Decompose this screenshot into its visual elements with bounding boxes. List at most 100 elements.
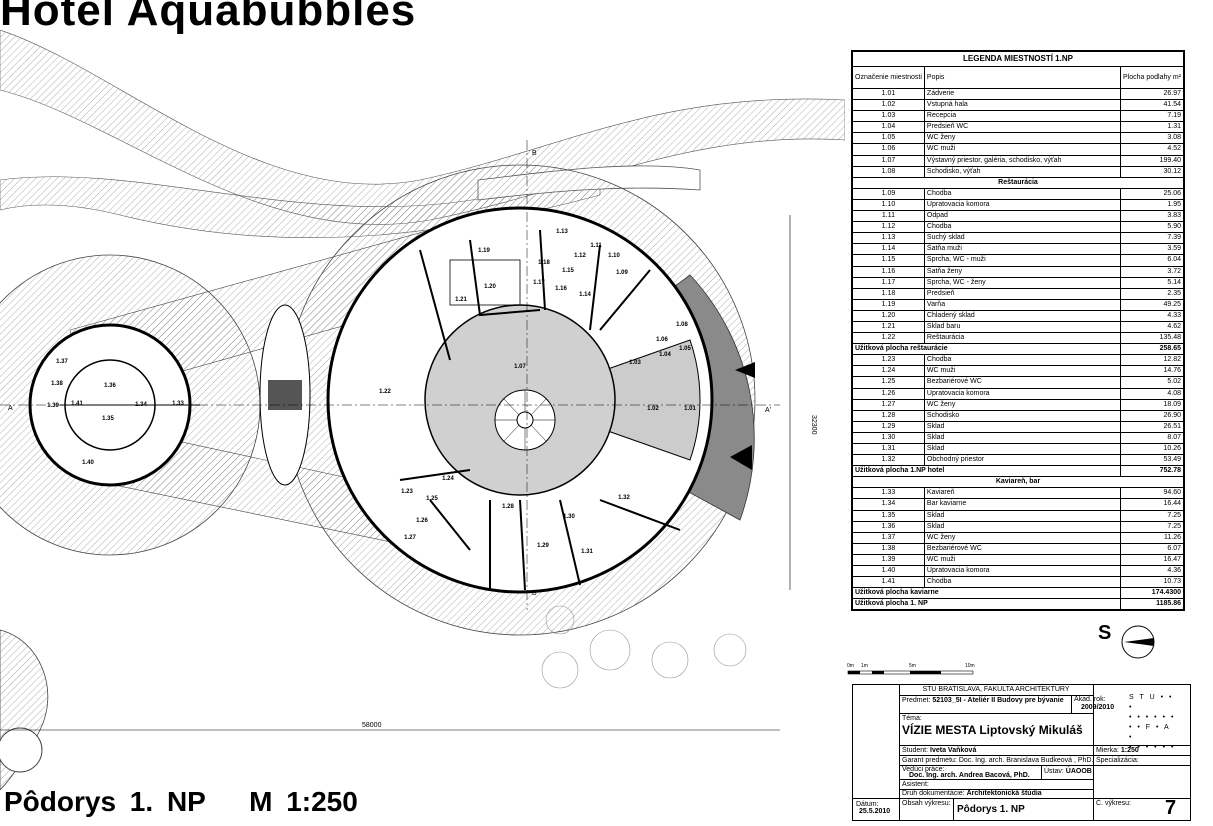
room-label: 1.20 — [484, 284, 496, 290]
room-label: 1.41 — [71, 401, 83, 407]
room-label: 1.22 — [379, 389, 391, 395]
sheet-number: 7 — [1165, 797, 1177, 819]
legend-room-desc: Sklad — [923, 442, 1122, 456]
legend-room-code: 1.27 — [852, 398, 925, 411]
legend-room-area: 4.62 — [1120, 320, 1184, 334]
room-label: 1.18 — [538, 260, 550, 266]
section-mark-b: B — [532, 150, 537, 157]
room-label: 1.01 — [684, 406, 696, 412]
title-block: STU BRATISLAVA, FAKULTA ARCHITEKTÚRY Pre… — [852, 684, 1191, 821]
room-label: 1.15 — [562, 268, 574, 274]
legend-room-code: 1.29 — [852, 420, 925, 433]
legend-room-code: 1.38 — [852, 542, 925, 555]
room-label: 1.28 — [502, 504, 514, 510]
legend-room-desc: Predsieň WC — [923, 121, 1122, 134]
room-label: 1.03 — [629, 360, 641, 366]
room-label: 1.27 — [404, 535, 416, 541]
room-label: 1.23 — [401, 489, 413, 495]
room-label: 1.16 — [555, 286, 567, 292]
room-label: 1.11 — [590, 243, 602, 249]
legend-room-code: 1.03 — [852, 110, 925, 123]
legend-room-area: 53.49 — [1120, 454, 1184, 467]
legend-room-area: 4.36 — [1120, 565, 1184, 578]
legend-room-area: 4.33 — [1120, 309, 1184, 322]
legend-room-area: 4.08 — [1120, 387, 1184, 400]
room-label: 1.37 — [56, 359, 68, 365]
legend-room-code: 1.05 — [852, 132, 925, 145]
legend-room-desc: Šatňa ženy — [923, 265, 1122, 278]
room-label: 1.08 — [676, 322, 688, 328]
content-value: Pôdorys 1. NP — [957, 804, 1025, 815]
theme-value: VÍZIE MESTA Liptovský Mikuláš — [902, 723, 1083, 737]
legend-room-desc: Chodba — [923, 576, 1122, 589]
year-value: 2009/2010 — [1081, 704, 1115, 711]
legend-room-code: 1.36 — [852, 520, 925, 533]
legend-room-area: 26.51 — [1120, 420, 1184, 433]
legend-room-code: 1.12 — [852, 221, 925, 234]
room-label: 1.33 — [172, 401, 184, 407]
legend-room-code: 1.37 — [852, 531, 925, 544]
date-label: Dátum: — [856, 801, 879, 808]
legend-room-area: 7.39 — [1120, 232, 1184, 245]
legend-room-desc: Chodba — [923, 354, 1122, 367]
scale-bar: 0m 1m 5m 10m — [847, 663, 997, 683]
legend-col-area: Plocha podlahy m² — [1120, 66, 1184, 89]
legend-room-desc: Bar kaviarne — [923, 498, 1122, 511]
legend-room-desc: Sklad — [923, 420, 1122, 433]
legend-room-desc: WC ženy — [923, 531, 1122, 544]
room-labels: 1.01 1.02 1.03 1.04 1.05 1.06 1.07 1.08 … — [47, 229, 696, 555]
legend-room-area: 94.60 — [1120, 487, 1184, 500]
legend-room-code: 1.15 — [852, 254, 925, 267]
legend-room-code: 1.19 — [852, 298, 925, 311]
theme-label: Téma: — [902, 715, 922, 722]
room-label: 1.17 — [533, 280, 545, 286]
legend-room-code: 1.08 — [852, 165, 925, 178]
subject-label: Predmet: — [902, 697, 931, 704]
north-arrow: S — [1098, 622, 1158, 662]
guarantor-label: Garant predmetu: — [902, 757, 957, 764]
legend-room-area: 3.59 — [1120, 243, 1184, 256]
legend-room-area: 4.52 — [1120, 143, 1184, 156]
legend-room-area: 16.44 — [1120, 498, 1184, 511]
assistant-label: Asistent: — [902, 781, 929, 788]
legend-col-desc: Popis — [923, 66, 1122, 89]
doc-type-value: Architektonická štúdia — [966, 790, 1042, 797]
plan-title: Pôdorys 1. NP M 1:250 — [4, 786, 358, 818]
legend-room-code: 1.06 — [852, 143, 925, 156]
legend-room-code: 1.11 — [852, 210, 925, 223]
room-label: 1.35 — [102, 416, 114, 422]
dimension-width: 58000 — [362, 722, 382, 729]
room-label: 1.24 — [442, 476, 454, 482]
subject-value: 52103_5I - Ateliér II Budovy pre bývanie — [932, 697, 1064, 704]
doc-type-label: Druh dokumentácie: — [902, 790, 965, 797]
legend-room-desc: WC muži — [923, 143, 1122, 156]
legend-room-desc: Bezbariérové WC — [923, 542, 1122, 555]
legend-grand-total-label: Užitková plocha 1. NP — [851, 598, 1122, 611]
legend-room-area: 7.19 — [1120, 110, 1184, 123]
floor-plan: 58000 32300 A A' B B' 1.01 1.02 1.03 1.0… — [0, 30, 845, 790]
plan-scale: M 1:250 — [249, 786, 358, 817]
legend-room-code: 1.01 — [852, 87, 925, 101]
legend-title: LEGENDA MIESTNOSTÍ 1.NP — [852, 51, 1184, 67]
legend-room-desc: WC ženy — [923, 132, 1122, 145]
room-label: 1.07 — [514, 364, 526, 370]
leader-label: Vedúci práce: — [902, 766, 945, 773]
legend-room-area: 6.07 — [1120, 542, 1184, 555]
legend-room-desc: Chodba — [923, 187, 1122, 200]
legend-room-desc: Varňa — [923, 298, 1122, 311]
